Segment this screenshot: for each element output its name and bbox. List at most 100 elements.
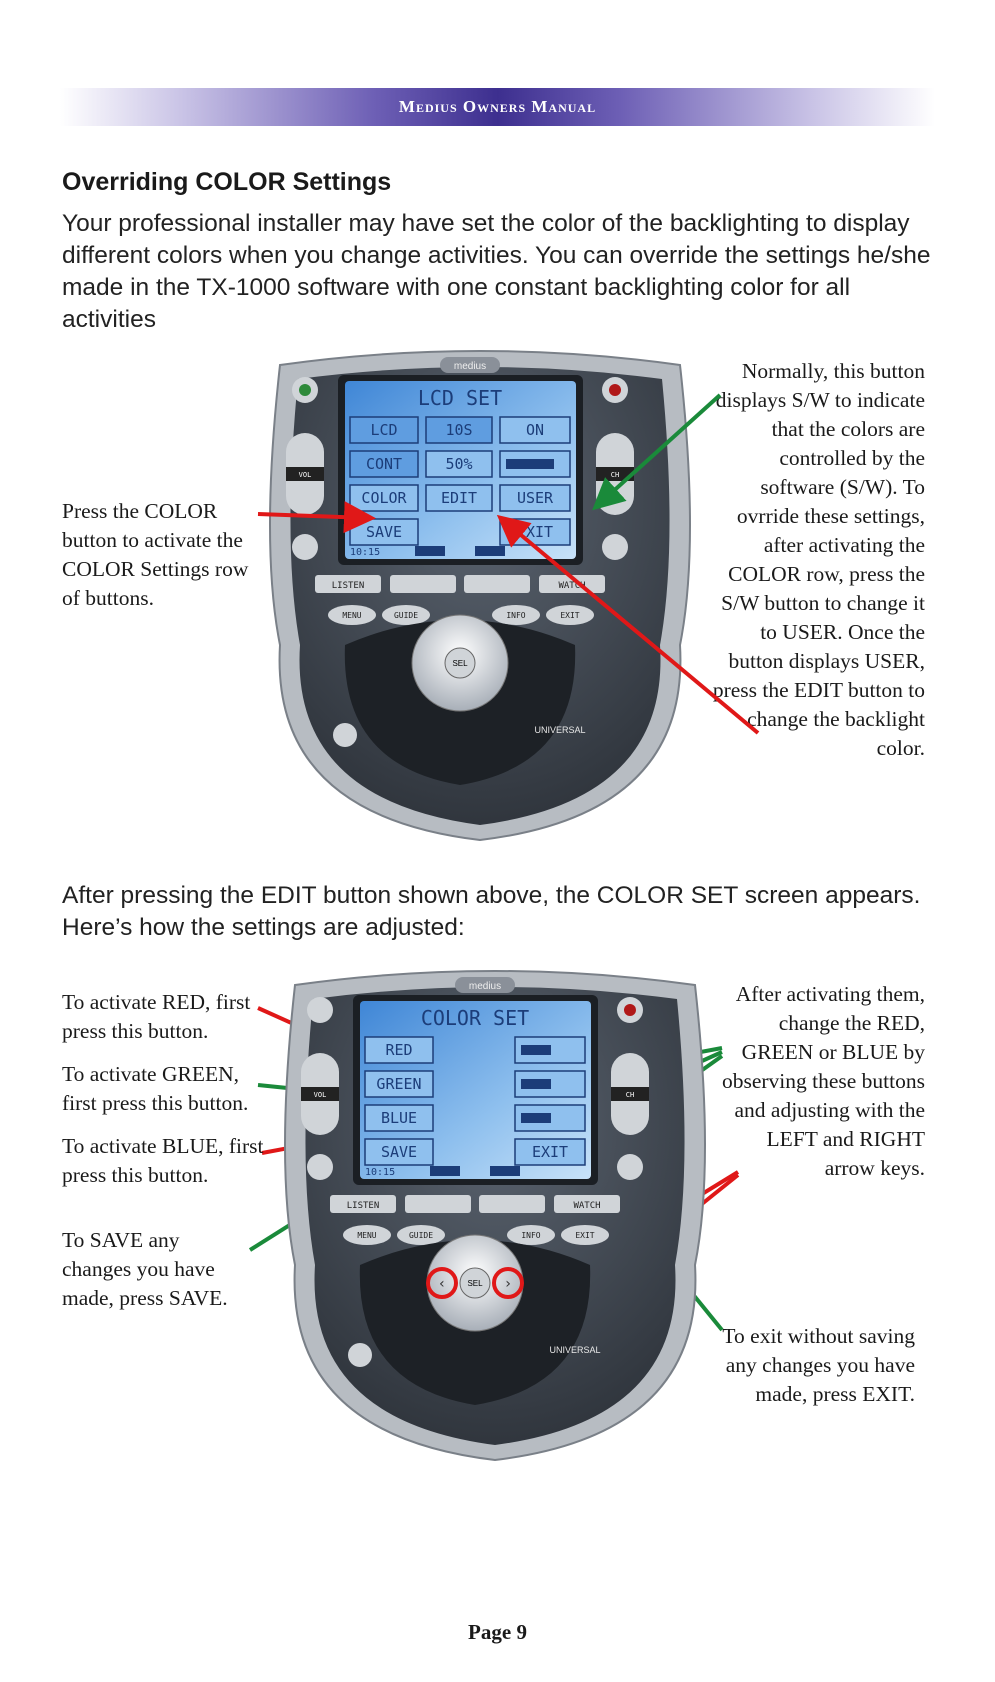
ch-label-2: CH <box>626 1091 634 1099</box>
section-heading: Overriding COLOR Settings <box>62 168 392 196</box>
lcd-btn-contrast-value[interactable] <box>425 450 493 478</box>
save-button[interactable] <box>364 1138 434 1166</box>
note-green: To activate GREEN, first press this butt… <box>62 1062 249 1115</box>
off-led <box>609 384 621 396</box>
page-down-button[interactable] <box>390 575 456 593</box>
lcd-btn-edit[interactable] <box>425 484 493 512</box>
lcd-page-plus-2[interactable] <box>490 1166 520 1176</box>
light-button[interactable] <box>333 723 357 747</box>
right-arrow-icon: › <box>504 1276 512 1292</box>
exit-button[interactable] <box>546 605 594 625</box>
note-save: To SAVE any changes you have made, press… <box>62 1228 228 1310</box>
remote-figure-2: medius COLOR SET RED GREEN BLUE SAVE EXI… <box>265 965 725 1465</box>
lcd-clock: 10:15 <box>350 547 380 558</box>
page-up-button[interactable] <box>464 575 530 593</box>
vol-label: VOL <box>299 471 312 479</box>
arrow-to-color <box>257 501 376 534</box>
exit-lcd-button[interactable] <box>514 1138 586 1166</box>
watch-button[interactable] <box>539 575 605 593</box>
brand-logo: medius <box>454 361 486 372</box>
note-blue: To activate BLUE, first press this butto… <box>62 1134 264 1187</box>
green-button-label: GREEN <box>376 1075 421 1093</box>
lcd-btn-edit-label: EDIT <box>441 489 477 507</box>
brand-logo-2: medius <box>469 981 501 992</box>
sel-label-2: SEL <box>467 1279 483 1288</box>
blue-level-fill <box>521 1113 551 1123</box>
prev-ch-button-2[interactable] <box>617 1154 643 1180</box>
lcd-title: LCD SET <box>418 386 502 410</box>
light-button-2[interactable] <box>348 1343 372 1367</box>
save-button-label: SAVE <box>381 1143 417 1161</box>
on-led <box>299 384 311 396</box>
note-adjust: After activating them, change the RED, G… <box>721 982 925 1180</box>
note-exit: To exit without saving any changes you h… <box>722 1324 915 1406</box>
ch-label-bar-2 <box>611 1087 649 1101</box>
vol-label-2: VOL <box>314 1091 327 1099</box>
lcd-btn-cont[interactable] <box>349 450 419 478</box>
lcd-btn-cont-label: CONT <box>366 455 402 473</box>
lcd-btn-color[interactable] <box>349 484 419 512</box>
guide-button[interactable] <box>382 605 430 625</box>
manual-banner: Medius Owners Manual <box>60 88 935 126</box>
listen-button-2[interactable] <box>330 1195 396 1213</box>
lcd-btn-lcd[interactable] <box>349 416 419 444</box>
vol-label-bar-2 <box>301 1087 339 1101</box>
intro-paragraph: Your professional installer may have set… <box>62 210 931 333</box>
red-button[interactable] <box>364 1036 434 1064</box>
lcd-btn-user-label: USER <box>517 489 554 507</box>
sel-button[interactable] <box>444 647 476 679</box>
sel-button-2[interactable] <box>459 1267 491 1299</box>
lcd-btn-timeout-label: 10S <box>445 421 472 439</box>
info-label: INFO <box>506 611 525 620</box>
lcd-btn-contrast-value-label: 50% <box>445 455 472 473</box>
note-sw-button: Normally, this button displays S/W to in… <box>712 359 925 760</box>
menu-label: MENU <box>342 611 361 620</box>
remote-figure-1: medius LCD SET LCD 10S ON CONT 50% COLOR… <box>250 345 710 845</box>
listen-label-2: LISTEN <box>347 1201 380 1211</box>
exit-lcd-button-label: EXIT <box>532 1143 568 1161</box>
color-set-intro: After pressing the EDIT button shown abo… <box>62 882 921 941</box>
guide-button-2[interactable] <box>397 1225 445 1245</box>
page-down-button-2[interactable] <box>405 1195 471 1213</box>
left-arrow-highlight[interactable] <box>426 1267 458 1299</box>
arrow-to-user <box>592 393 722 511</box>
on-button-2[interactable] <box>307 997 333 1023</box>
watch-button-2[interactable] <box>554 1195 620 1213</box>
universal-logo-2: UNIVERSAL <box>549 1345 600 1355</box>
lcd-btn-timeout[interactable] <box>425 416 493 444</box>
color-set-title: COLOR SET <box>421 1006 529 1030</box>
prev-ch-button[interactable] <box>602 534 628 560</box>
watch-label-2: WATCH <box>573 1201 600 1211</box>
info-button-2[interactable] <box>507 1225 555 1245</box>
guide-label-2: GUIDE <box>409 1231 433 1240</box>
menu-button-2[interactable] <box>343 1225 391 1245</box>
right-arrow-highlight[interactable] <box>492 1267 524 1299</box>
note-red: To activate RED, first press this button… <box>62 990 251 1043</box>
lcd-page-plus[interactable] <box>475 546 505 556</box>
vol-label-bar <box>286 467 324 481</box>
universal-logo: UNIVERSAL <box>534 725 585 735</box>
lcd-contrast-bar-fill <box>506 459 554 469</box>
page-up-button-2[interactable] <box>479 1195 545 1213</box>
mute-button-2[interactable] <box>307 1154 333 1180</box>
off-led-2 <box>624 1004 636 1016</box>
exit-label: EXIT <box>560 611 579 620</box>
green-button[interactable] <box>364 1070 434 1098</box>
red-level-fill <box>521 1045 551 1055</box>
exit-button-2[interactable] <box>561 1225 609 1245</box>
info-button[interactable] <box>492 605 540 625</box>
ch-label: CH <box>611 471 619 479</box>
listen-button[interactable] <box>315 575 381 593</box>
left-arrow-icon: ‹ <box>438 1276 446 1292</box>
lcd-btn-user[interactable] <box>499 484 571 512</box>
green-level-fill <box>521 1079 551 1089</box>
mute-button[interactable] <box>292 534 318 560</box>
lcd-page-minus[interactable] <box>415 546 445 556</box>
arrow-to-edit <box>496 514 760 735</box>
blue-button[interactable] <box>364 1104 434 1132</box>
menu-button[interactable] <box>328 605 376 625</box>
sel-label: SEL <box>452 659 468 668</box>
menu-label-2: MENU <box>357 1231 376 1240</box>
lcd-page-minus-2[interactable] <box>430 1166 460 1176</box>
lcd-btn-on[interactable] <box>499 416 571 444</box>
